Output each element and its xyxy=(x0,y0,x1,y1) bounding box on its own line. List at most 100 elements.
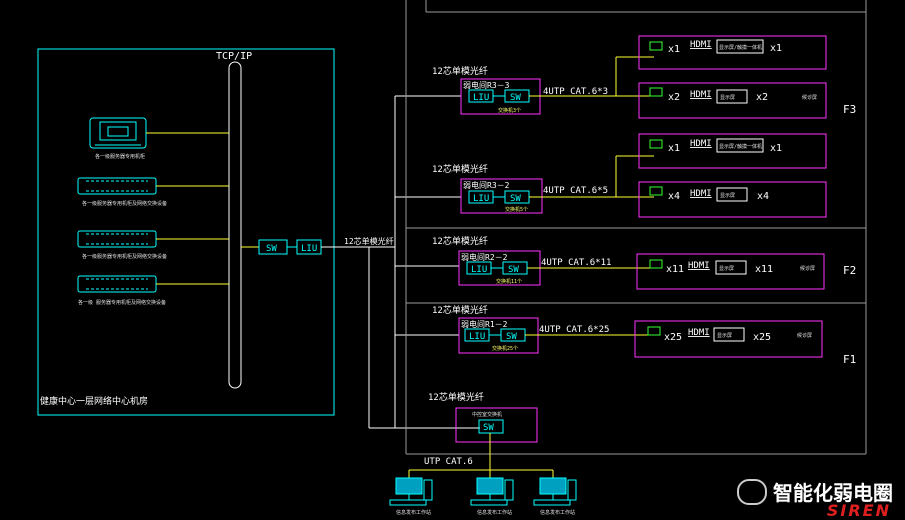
workstation-label: 信息发布工作站 xyxy=(477,509,512,516)
rack-fiber-label: 12芯单模光纤 xyxy=(432,235,488,247)
rack-note: 交换机11个 xyxy=(496,278,522,285)
endpoint-box xyxy=(638,181,827,218)
endpoint-count: x1 xyxy=(668,143,680,154)
core-sw-label: SW xyxy=(266,244,277,254)
hdmi-label: HDMI xyxy=(690,139,712,149)
rack-note: 交换机5个 xyxy=(505,206,528,213)
server-rack-3 xyxy=(77,275,157,293)
display-label: 显示屏 xyxy=(720,193,735,199)
rack-cable-label: 4UTP CAT.6*5 xyxy=(543,186,608,196)
rack-links-r3-3 xyxy=(529,56,654,97)
rack-cable-label: 4UTP CAT.6*25 xyxy=(539,325,609,335)
endpoint-box xyxy=(634,320,823,358)
control-box-label: 中控室交换机 xyxy=(472,411,502,418)
display-box xyxy=(716,39,764,54)
rack-liu-label: LIU xyxy=(471,265,487,275)
player-icon xyxy=(649,259,663,269)
rack-name: 弱电间R2－2 xyxy=(461,252,508,262)
display-count: x2 xyxy=(756,92,768,103)
display-box xyxy=(716,187,748,202)
rack-fiber-label: 12芯单模光纤 xyxy=(432,65,488,77)
display-label: 显示屏 xyxy=(720,95,735,101)
display-label: 显示屏/触摸一体机 xyxy=(719,44,762,51)
building-frame xyxy=(405,0,867,455)
floor-label-f3: F3 xyxy=(843,103,856,116)
display-count: x4 xyxy=(757,191,769,202)
server-label-1: 各一级服务器专用机柜 xyxy=(95,153,145,160)
endpoint-count: x4 xyxy=(668,191,680,202)
endpoint-count: x2 xyxy=(668,92,680,103)
core-liu-label: LIU xyxy=(301,244,317,254)
workstation-icon xyxy=(389,477,433,506)
server-label-4: 各一级 服务器专用机柜及网络交换设备 xyxy=(78,299,166,306)
rack-cable-label: 4UTP CAT.6*3 xyxy=(543,87,608,97)
endpoint-note: 候诊屏 xyxy=(802,94,817,101)
tcp-label: TCP/IP xyxy=(216,51,252,62)
watermark-brand: SIREN xyxy=(826,501,891,520)
control-sw-box xyxy=(478,419,504,434)
trunk-label: 12芯单模光纤 xyxy=(344,236,394,246)
control-cable-label: UTP CAT.6 xyxy=(424,457,473,467)
rack-liu-label: LIU xyxy=(473,194,489,204)
display-label: 显示屏 xyxy=(717,333,732,339)
display-count: x1 xyxy=(770,143,782,154)
workstation-icon xyxy=(470,477,514,506)
rack-sw-label: SW xyxy=(510,93,521,103)
endpoint-box xyxy=(638,35,827,70)
endpoint-count: x11 xyxy=(666,264,684,275)
rack-box-r3-2 xyxy=(460,178,543,214)
server-label-3: 各一级服务器专用机柜及网络交换设备 xyxy=(82,253,167,260)
player-icon xyxy=(649,139,663,149)
player-icon xyxy=(649,87,663,97)
endpoint-count: x1 xyxy=(668,44,680,55)
display-count: x11 xyxy=(755,264,773,275)
workstation-label: 信息发布工作站 xyxy=(540,509,575,516)
server-rack-1 xyxy=(77,177,157,195)
rack-name: 弱电间R1－2 xyxy=(461,319,508,329)
rack-sw-label: SW xyxy=(506,332,517,342)
display-label: 显示屏 xyxy=(719,266,734,272)
endpoint-count: x25 xyxy=(664,332,682,343)
display-count: x25 xyxy=(753,332,771,343)
rack-note: 交换机3个 xyxy=(498,107,521,114)
display-box xyxy=(716,89,748,104)
display-box xyxy=(713,327,745,342)
hdmi-label: HDMI xyxy=(688,328,710,338)
server-links xyxy=(146,132,229,285)
hdmi-label: HDMI xyxy=(690,40,712,50)
hdmi-label: HDMI xyxy=(690,189,712,199)
control-fiber-label: 12芯单模光纤 xyxy=(428,391,484,403)
display-box xyxy=(715,260,747,275)
player-icon xyxy=(649,41,663,51)
rack-cable-label: 4UTP CAT.6*11 xyxy=(541,258,611,268)
trunk-lines xyxy=(321,95,480,429)
rack-fiber-label: 12芯单模光纤 xyxy=(432,163,488,175)
control-switch-box xyxy=(455,407,538,443)
rack-links-r3-2 xyxy=(529,155,654,198)
rack-sw-label: SW xyxy=(510,194,521,204)
rack-sw-label: SW xyxy=(508,265,519,275)
workstation-icon xyxy=(533,477,577,506)
player-icon xyxy=(649,186,663,196)
server-monitor xyxy=(89,117,147,149)
endpoint-note: 候诊屏 xyxy=(800,265,815,272)
display-label: 显示屏/触摸一体机 xyxy=(719,143,762,150)
floor-label-f2: F2 xyxy=(843,264,856,277)
endpoint-box xyxy=(638,82,827,119)
server-rack-2 xyxy=(77,230,157,248)
rack-note: 交换机25个 xyxy=(492,345,518,352)
workstation-label: 信息发布工作站 xyxy=(396,509,431,516)
center-room-frame xyxy=(37,48,335,416)
watermark: 智能化弱电圈 xyxy=(737,477,893,506)
server-label-2: 各一级服务器专用机柜及网络交换设备 xyxy=(82,200,167,207)
watermark-text: 智能化弱电圈 xyxy=(773,481,893,505)
hdmi-label: HDMI xyxy=(688,261,710,271)
endpoint-box xyxy=(636,253,825,290)
control-sw-label: SW xyxy=(483,423,494,433)
wechat-icon xyxy=(737,478,767,505)
display-count: x1 xyxy=(770,43,782,54)
rack-fiber-label: 12芯单模光纤 xyxy=(432,304,488,316)
rack-liu-label: LIU xyxy=(473,93,489,103)
center-room-label: 健康中心一层网络中心机房 xyxy=(40,395,148,407)
